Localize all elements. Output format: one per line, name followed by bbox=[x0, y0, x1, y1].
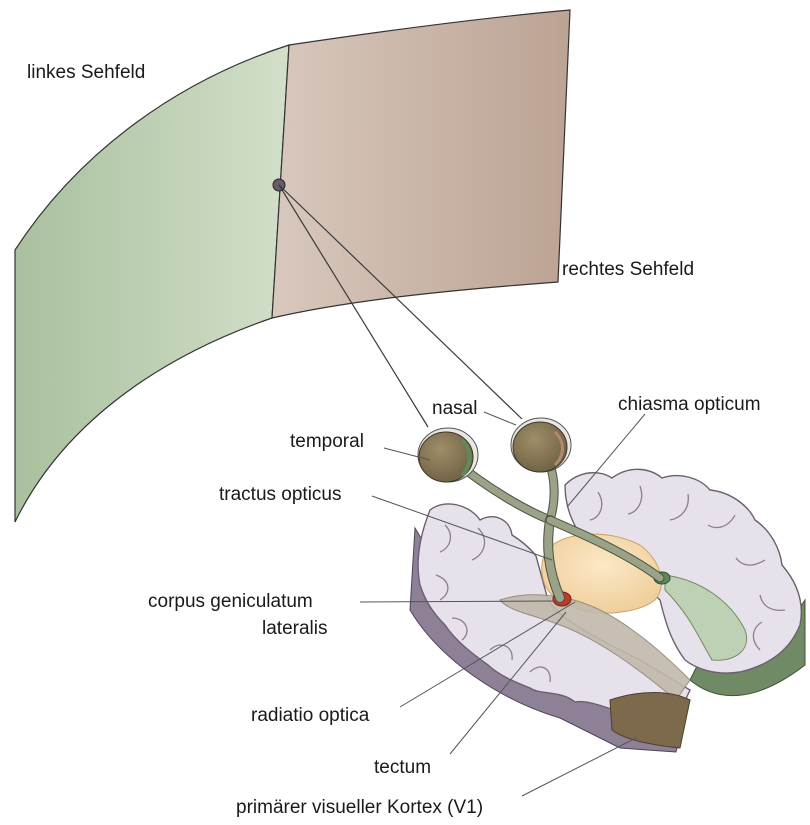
label-corpus-geniculatum: corpus geniculatum bbox=[148, 591, 313, 612]
left-eye bbox=[418, 428, 478, 482]
label-tectum: tectum bbox=[374, 757, 431, 778]
label-radiatio-optica: radiatio optica bbox=[251, 705, 370, 726]
label-tractus-opticus: tractus opticus bbox=[219, 484, 342, 505]
label-lateralis: lateralis bbox=[262, 618, 327, 639]
brain-section bbox=[410, 469, 805, 752]
left-visual-field bbox=[15, 45, 289, 522]
label-primary-visual-cortex: primärer visueller Kortex (V1) bbox=[236, 797, 483, 818]
label-chiasma-opticum: chiasma opticum bbox=[618, 394, 761, 415]
label-nasal: nasal bbox=[432, 398, 477, 419]
right-visual-field bbox=[272, 10, 570, 318]
right-eye bbox=[511, 418, 571, 472]
label-temporal: temporal bbox=[290, 431, 364, 452]
label-right-visual-field: rechtes Sehfeld bbox=[562, 259, 694, 280]
label-left-visual-field: linkes Sehfeld bbox=[27, 62, 145, 83]
